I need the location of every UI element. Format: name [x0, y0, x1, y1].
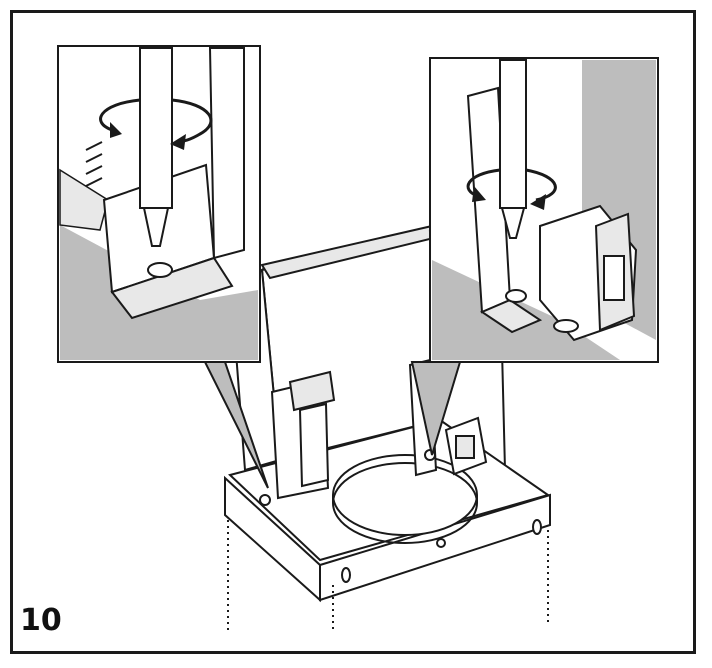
duct-collar [332, 454, 478, 544]
step-number: 10 [20, 603, 62, 638]
housing-left-bracket [270, 370, 336, 500]
outlet-box [539, 204, 638, 342]
left-screwdriver [139, 47, 173, 247]
left-detail-view [57, 45, 261, 363]
right-rotation-arrow-icon [466, 168, 557, 210]
right-screwdriver [499, 59, 527, 239]
right-detail-view [429, 57, 659, 363]
mounting-guide-lines [227, 520, 549, 632]
left-rotation-arrow-icon [99, 98, 213, 150]
